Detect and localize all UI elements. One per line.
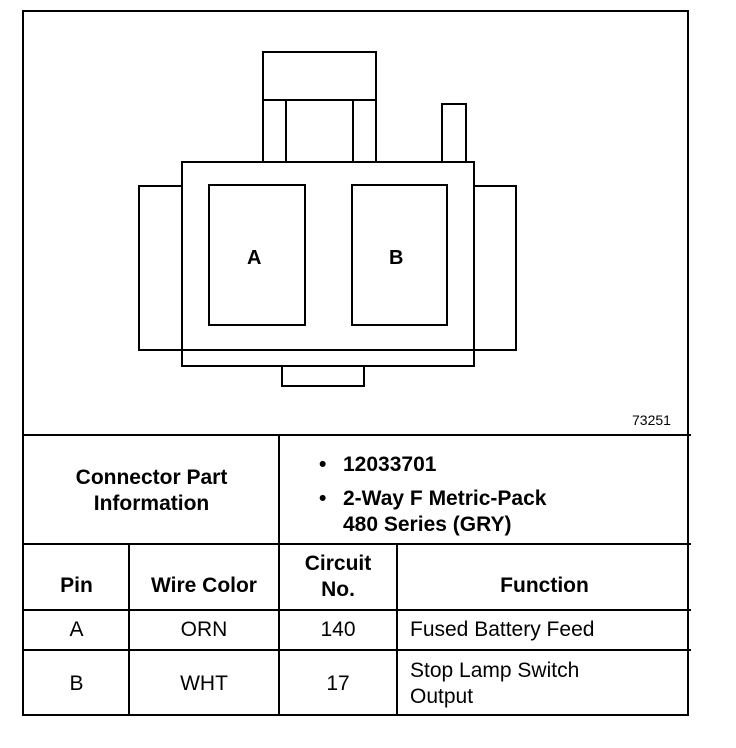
cpi-label-line1: Connector Part [75, 466, 228, 489]
bullet: • [319, 453, 327, 476]
divider-table-header [24, 609, 691, 611]
cell-circuit: 140 [320, 618, 356, 641]
header-pin: Pin [24, 545, 129, 609]
divider-col-circuit [396, 544, 398, 716]
part-description-line2: 480 Series (GRY) [343, 513, 512, 536]
header-wire-color-label: Wire Color [151, 574, 257, 597]
divider-row-a [24, 649, 691, 651]
cpi-label-line2: Information [93, 492, 210, 515]
pin-label-b: B [389, 247, 404, 269]
connector-part-information-label: Connector Part Information [24, 437, 279, 545]
cell-function: Fused Battery Feed [410, 618, 595, 641]
cell-wire-color: WHT [180, 671, 228, 695]
header-wire-color: Wire Color [130, 545, 278, 609]
header-circuit-line2: No. [321, 578, 355, 601]
table-row-a-function: Fused Battery Feed [410, 611, 690, 649]
table-row-b-wire: WHT [130, 651, 278, 716]
header-circuit-no: Circuit No. [280, 545, 396, 609]
cell-function-line1: Stop Lamp Switch [410, 658, 580, 682]
cell-circuit: 17 [326, 671, 350, 695]
right-post [441, 103, 467, 162]
divider-part-table [24, 543, 691, 545]
table-row-a-pin: A [24, 611, 129, 649]
latch-top [262, 51, 377, 101]
pin-label-a: A [247, 247, 262, 269]
cell-wire-color: ORN [180, 618, 228, 641]
table-row-a-wire: ORN [130, 611, 278, 649]
header-pin-label: Pin [60, 574, 93, 597]
divider-part-info [278, 435, 280, 545]
part-description-item: • 2-Way F Metric-Pack 480 Series (GRY) [319, 486, 546, 538]
pin-cavity-b [351, 184, 448, 326]
connector-frame: A B 73251 Connector Part Information • 1… [22, 10, 691, 716]
bottom-tab [281, 365, 365, 387]
table-row-b-circuit: 17 [280, 651, 396, 716]
divider-col-pin [128, 544, 130, 716]
header-function-label: Function [500, 574, 589, 597]
divider-diagram [24, 434, 691, 436]
right-wing [473, 185, 517, 351]
connector-face-diagram [138, 51, 517, 387]
bullet: • [319, 487, 327, 510]
pin-cavity-a [208, 184, 306, 326]
cell-pin: A [69, 618, 84, 641]
left-wing [138, 185, 183, 351]
header-circuit-line1: Circuit [304, 552, 372, 575]
part-number-item: • 12033701 [319, 452, 546, 478]
table-row-b-function: Stop Lamp Switch Output [410, 651, 690, 716]
header-function: Function [398, 545, 691, 609]
connector-body [181, 161, 475, 367]
part-number: 12033701 [343, 453, 437, 476]
table-row-b-pin: B [24, 651, 129, 716]
cell-pin: B [69, 671, 84, 695]
cell-function-line2: Output [410, 684, 474, 708]
connector-part-list: • 12033701 • 2-Way F Metric-Pack 480 Ser… [319, 452, 546, 538]
figure-number: 73251 [632, 412, 671, 428]
part-description-line1: 2-Way F Metric-Pack [343, 487, 547, 510]
table-row-a-circuit: 140 [280, 611, 396, 649]
divider-col-wire [278, 544, 280, 716]
